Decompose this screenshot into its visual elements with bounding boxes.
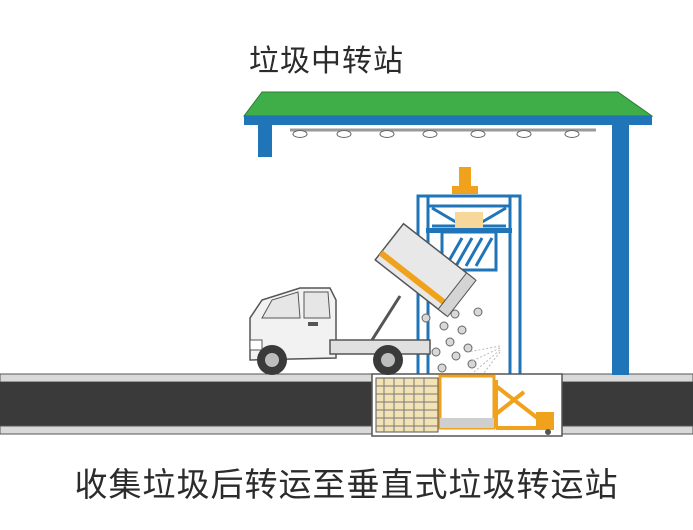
diagram-caption: 收集垃圾后转运至垂直式垃圾转运站 <box>74 465 619 504</box>
spray-pipe <box>290 128 596 138</box>
canopy-roof <box>243 91 654 375</box>
garbage-truck <box>249 222 477 375</box>
road <box>0 373 693 435</box>
water-spray <box>467 345 501 379</box>
top-title: 垃圾中转站 <box>249 44 404 79</box>
pit <box>371 373 563 437</box>
